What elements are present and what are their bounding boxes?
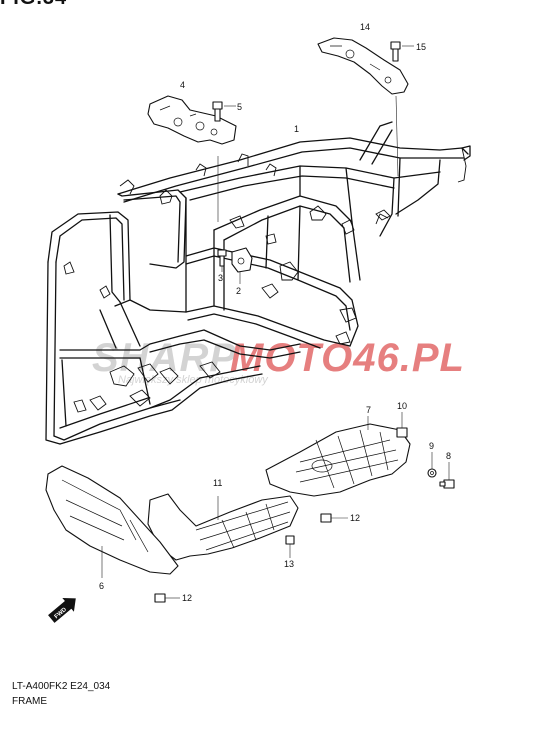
footer-name: FRAME [12, 696, 47, 707]
fwd-arrow-icon [48, 597, 76, 623]
fwd-badge: FWD [48, 597, 76, 623]
callout-5: 5 [237, 102, 242, 112]
part-12-bolt-lower [154, 593, 180, 603]
part-7-skidplate [265, 416, 411, 497]
callout-1: 1 [294, 124, 299, 134]
callout-15: 15 [416, 42, 426, 52]
part-14-bracket [317, 37, 409, 177]
watermark-sub: Największy sklep motocyklowy [118, 374, 269, 386]
callouts: 1 2 3 4 5 6 7 8 9 10 11 12 12 13 14 15 [99, 22, 451, 603]
callout-11: 11 [213, 478, 222, 488]
part-12-bolt-upper [320, 513, 348, 523]
callout-13: 13 [284, 559, 294, 569]
callout-14: 14 [360, 22, 370, 32]
callout-7: 7 [366, 405, 371, 415]
part-13-bolt [285, 535, 295, 558]
watermark: SHARP MOTO46.PL Największy sklep motocyk… [92, 336, 464, 386]
callout-6: 6 [99, 581, 104, 591]
part-15-bolt [390, 41, 414, 62]
callout-4: 4 [180, 80, 185, 90]
part-8-bolt [439, 462, 455, 489]
part-6-guard [45, 465, 179, 578]
callout-12-upper: 12 [350, 513, 360, 523]
part-10-nut [396, 412, 408, 438]
part-5-bolt [212, 101, 236, 122]
callout-10: 10 [397, 401, 407, 411]
main-frame [45, 121, 471, 445]
footer-code: LT-A400FK2 E24_034 [12, 681, 111, 692]
callout-12-lower: 12 [182, 593, 192, 603]
figure-title: FIG.34 [0, 0, 67, 10]
callout-2: 2 [236, 286, 241, 296]
callout-9: 9 [429, 441, 434, 451]
part-2-plate [231, 247, 253, 284]
part-4-bracket [147, 95, 237, 222]
part-11-skidplate [147, 493, 299, 561]
part-9-washer [427, 452, 437, 478]
callout-3: 3 [218, 273, 223, 283]
callout-8: 8 [446, 451, 451, 461]
part-3-bolt [217, 249, 227, 272]
